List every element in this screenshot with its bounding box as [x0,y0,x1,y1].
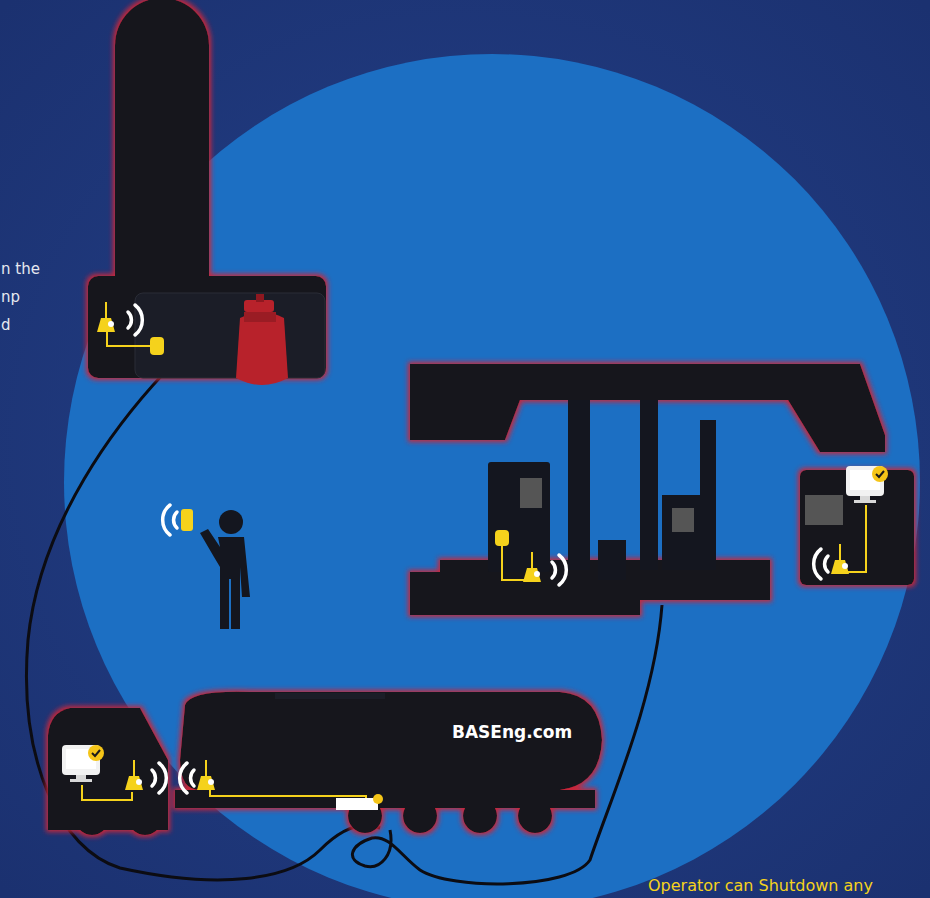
side-note: d [1,316,11,334]
operator-note: Operator can Shutdown any [648,876,873,895]
side-note: np [1,288,20,306]
side-note: n the [1,260,40,278]
brand-logo: BASEng.com [452,722,572,742]
